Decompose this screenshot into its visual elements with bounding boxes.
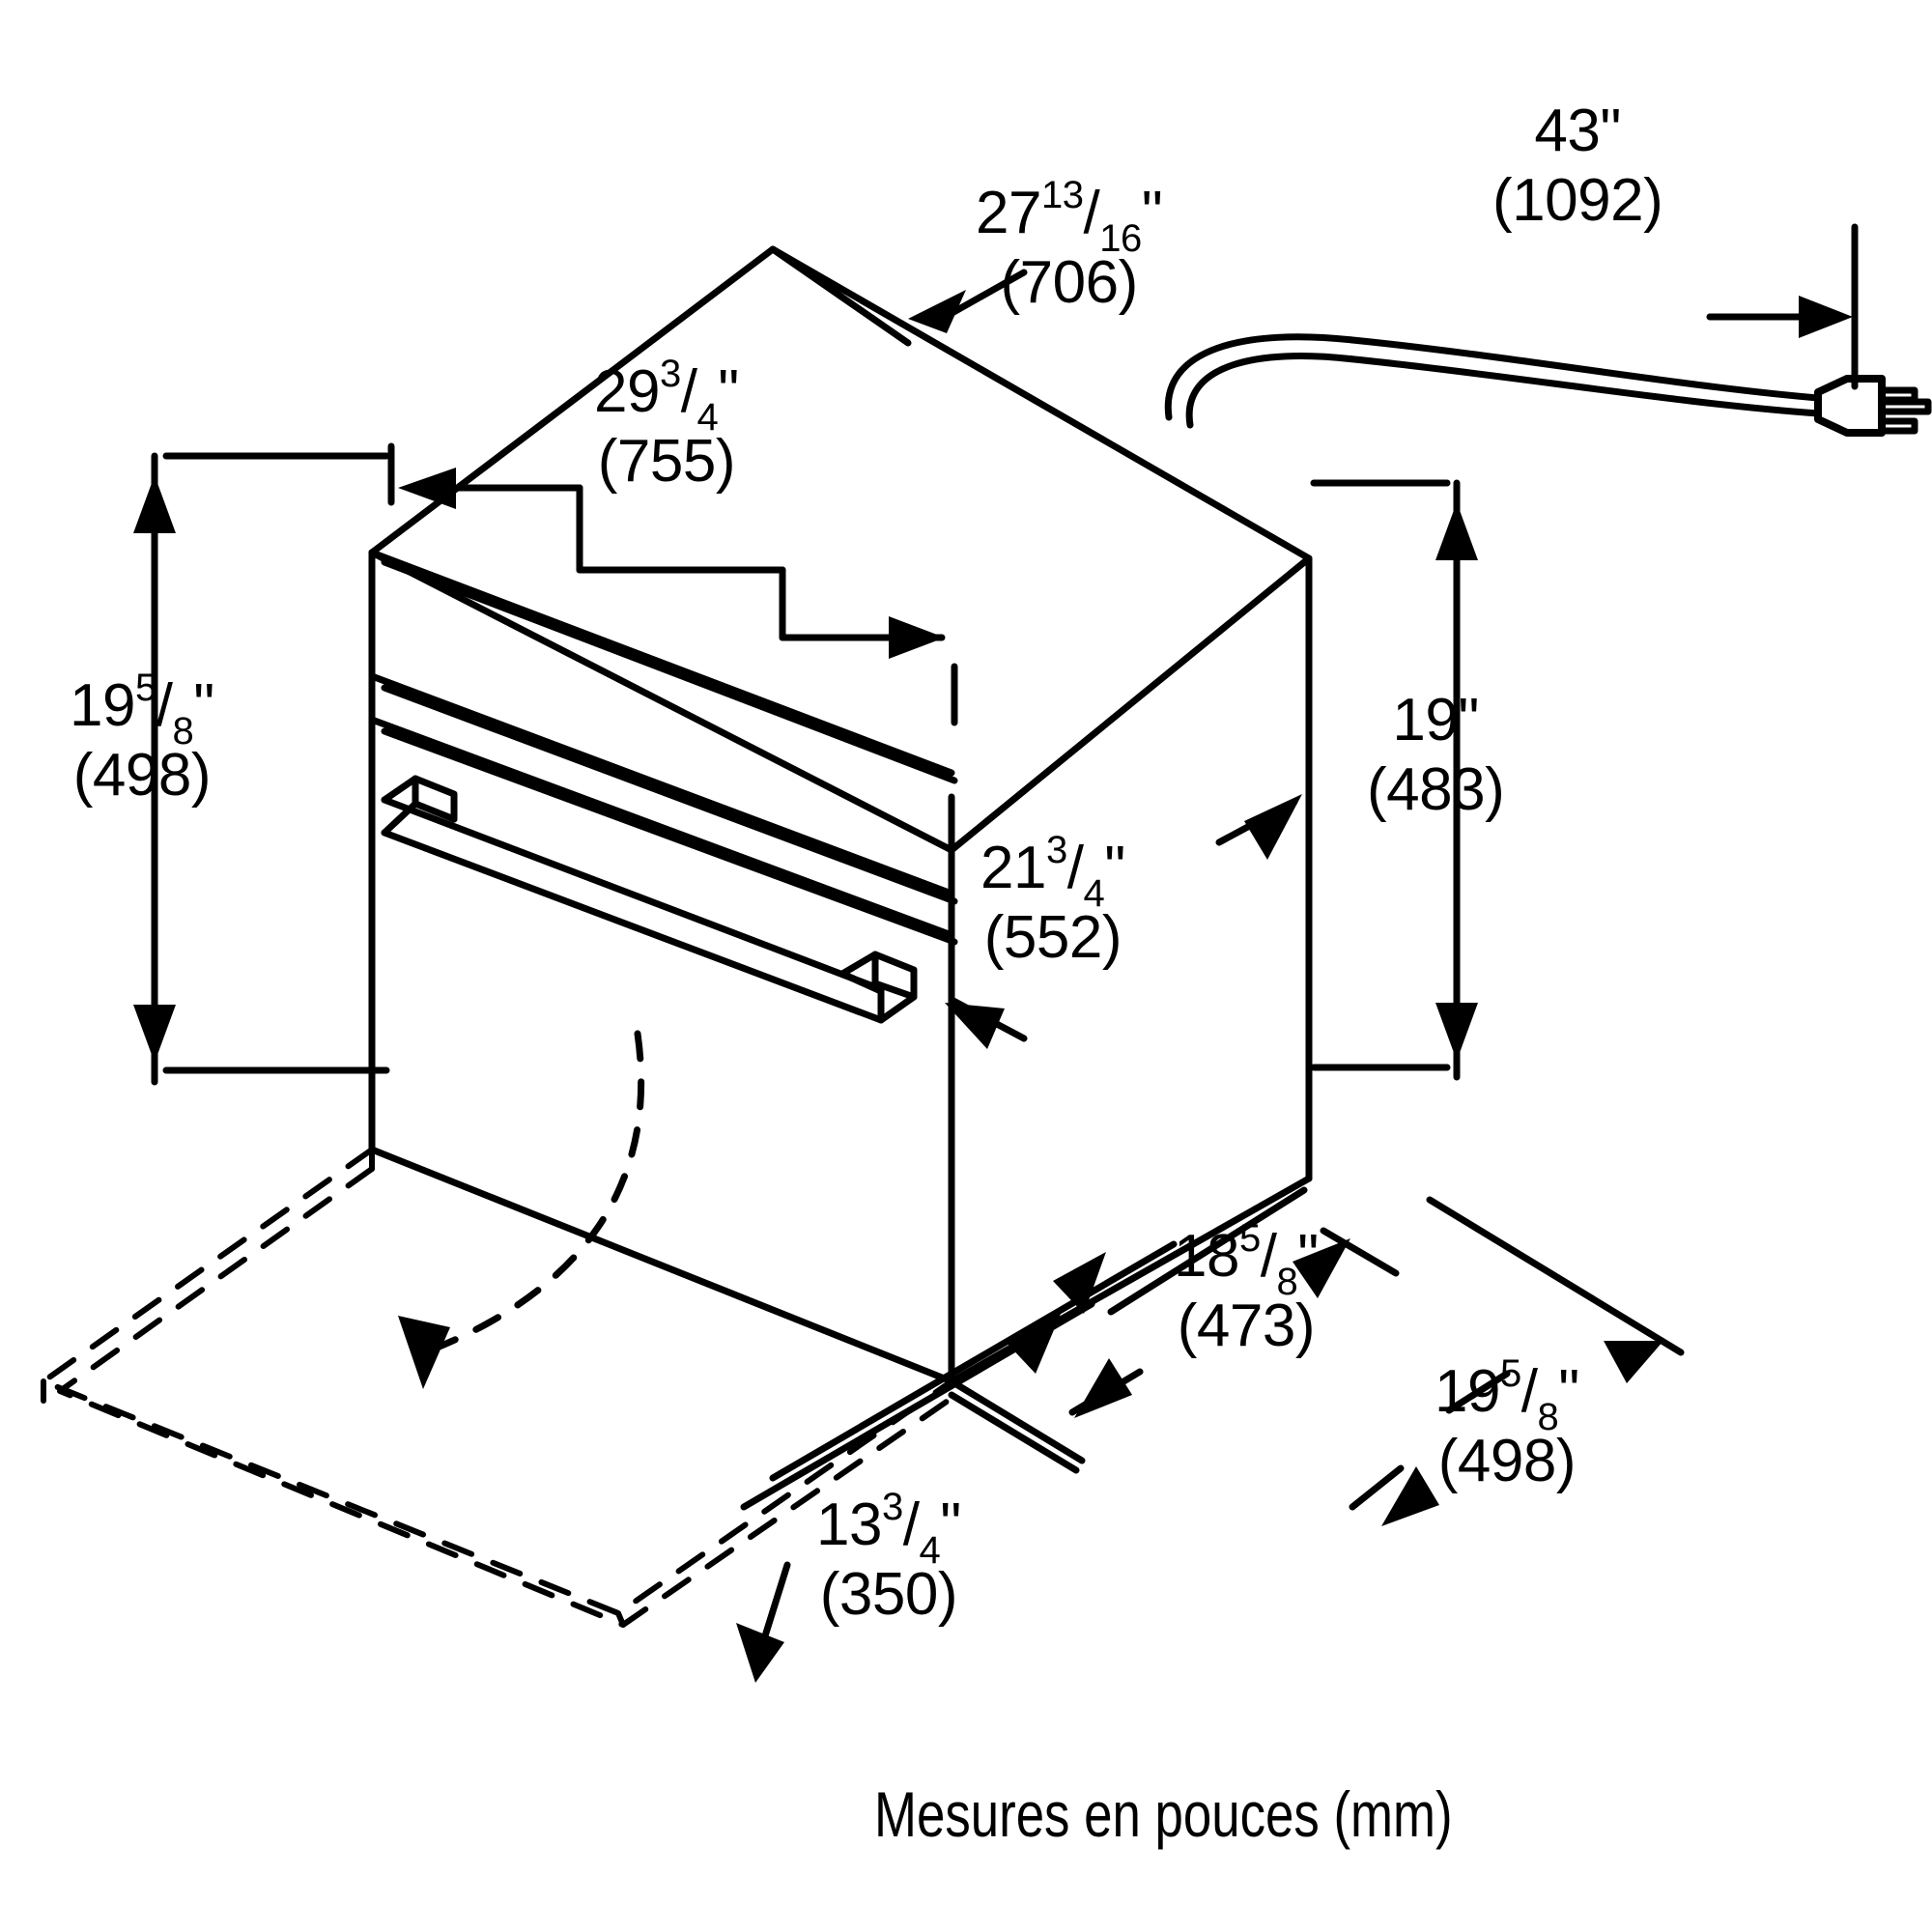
dim-value-whole: 27 <box>976 180 1041 246</box>
dim-value-whole: 19 <box>1435 1358 1500 1425</box>
dim-value-denominator: 8 <box>1276 1261 1298 1304</box>
dim-value-denominator: 16 <box>1099 217 1142 261</box>
inch-mark: " <box>1297 1223 1319 1290</box>
door-swing-arc <box>421 1030 645 1356</box>
dim-value-numerator: 5 <box>1499 1352 1521 1396</box>
dim-value-numerator: 5 <box>1238 1217 1261 1261</box>
dim-label-cord-length: 43" (1092) <box>1492 98 1663 234</box>
inch-mark: " <box>940 1492 961 1558</box>
door-swing-arrowhead <box>398 1316 450 1389</box>
dim-arrows-cavity <box>945 794 1302 1049</box>
dim-arrows-base-width <box>1381 1341 1663 1526</box>
dim-value-denominator: 4 <box>919 1529 941 1573</box>
dim-value-mm: (498) <box>1437 1428 1577 1494</box>
inch-mark: " <box>718 358 739 425</box>
dim-value-mm: (473) <box>1177 1293 1316 1359</box>
dim-arrows-height-right <box>1435 502 1478 1061</box>
inch-mark: " <box>1104 835 1125 901</box>
dim-arrow-depth-top <box>908 290 966 333</box>
units-caption: Mesures en pouces (mm) <box>874 1778 1453 1850</box>
dim-value-mm: (706) <box>1000 249 1138 316</box>
dim-value-whole: 43 <box>1534 98 1601 164</box>
dim-label-base-width: 195/8" (498) <box>1435 1354 1579 1494</box>
dim-value-slash: / <box>1260 1223 1277 1290</box>
dim-value-denominator: 8 <box>1537 1396 1559 1439</box>
dim-value-slash: / <box>1520 1358 1538 1425</box>
dim-line-height-left <box>151 452 390 1086</box>
dim-arrows-width-top <box>398 468 945 659</box>
inch-mark: " <box>1600 98 1621 164</box>
inch-mark: " <box>1458 687 1479 753</box>
dim-label-height-right: 19" (483) <box>1367 691 1505 823</box>
dim-value-mm: (350) <box>819 1561 958 1628</box>
dim-arrow-cord <box>1799 296 1853 338</box>
dim-value-whole: 18 <box>1174 1223 1239 1290</box>
dim-label-door-open-depth: 133/4" (350) <box>816 1488 961 1628</box>
dim-line-height-right <box>1310 479 1461 1081</box>
power-cord <box>1164 333 1822 429</box>
dim-arrows-door-open <box>736 1252 1106 1683</box>
dim-value-mm: (483) <box>1367 756 1505 823</box>
dim-arrows-height-left <box>133 475 176 1063</box>
dim-label-cavity-width: 213/4" (552) <box>980 831 1125 971</box>
dim-value-mm: (552) <box>983 904 1122 971</box>
dim-value-slash: / <box>680 358 697 425</box>
dim-value-slash: / <box>156 672 173 739</box>
inch-mark: " <box>1141 180 1163 246</box>
dim-value-slash: / <box>902 1492 920 1558</box>
dim-value-numerator: 3 <box>659 353 681 396</box>
dim-line-cord <box>1706 223 1859 390</box>
dim-label-width-top: 293/4" (755) <box>594 355 739 495</box>
dim-line-base-width <box>1349 1196 1685 1511</box>
dim-label-height-left: 195/8" (498) <box>70 668 214 809</box>
dim-value-whole: 21 <box>980 835 1046 901</box>
dim-value-numerator: 3 <box>1045 829 1067 872</box>
inch-mark: " <box>193 672 214 739</box>
dim-value-denominator: 4 <box>1083 872 1105 916</box>
dim-value-mm: (1092) <box>1492 167 1663 234</box>
dim-value-denominator: 8 <box>172 710 194 753</box>
dim-value-slash: / <box>1066 835 1084 901</box>
dim-arrows-depth-bottom <box>1074 1238 1350 1418</box>
dim-value-whole: 19 <box>70 672 135 739</box>
dim-value-denominator: 4 <box>696 396 719 440</box>
power-plug <box>1814 375 1932 437</box>
oven-door <box>368 716 958 946</box>
dim-value-whole: 19 <box>1392 687 1459 753</box>
dim-label-depth-bottom: 185/8" (473) <box>1174 1219 1319 1359</box>
inch-mark: " <box>1558 1358 1579 1425</box>
dim-value-mm: (498) <box>72 742 212 809</box>
oven-base-edge <box>948 1378 1086 1474</box>
dim-value-slash: / <box>1083 180 1100 246</box>
open-door-outline <box>41 1147 959 1628</box>
dim-label-depth-top: 2713/16" (706) <box>976 176 1163 316</box>
control-panel <box>368 549 958 905</box>
dim-value-mm: (755) <box>597 428 736 495</box>
dim-value-numerator: 3 <box>881 1486 903 1529</box>
dim-value-whole: 13 <box>816 1492 882 1558</box>
dim-value-whole: 29 <box>594 358 660 425</box>
dim-value-numerator: 5 <box>134 667 156 710</box>
dim-value-numerator: 13 <box>1040 174 1084 217</box>
door-handle <box>381 775 918 1024</box>
